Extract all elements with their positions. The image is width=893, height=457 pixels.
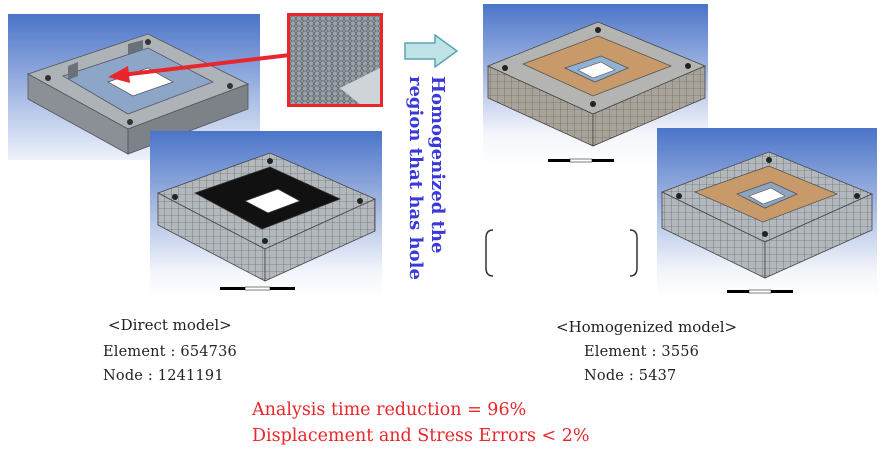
direct-model-title: <Direct model> [108,316,232,334]
red-pointer-arrow [108,53,291,83]
scale-bar [220,286,295,291]
direct-element-count: Element : 654736 [103,344,237,360]
scale-bar [727,289,793,294]
error-result: Displacement and Stress Errors < 2% [252,426,590,446]
left-bracket [485,229,494,277]
homogenized-model-view-mesh [657,128,877,298]
right-bracket [629,229,638,277]
direct-model-view-mesh [150,131,382,298]
homogenize-caption-line1: Homogenized the [427,76,448,254]
mesh-zoom-inset [287,13,383,107]
direct-model-view-top [8,14,260,160]
homogenize-caption-line2: region that has hole [405,76,426,280]
homogenize-caption: Homogenized the region that has hole [404,76,448,280]
homogenize-arrow [404,34,459,68]
homogenized-model-title: <Homogenized model> [556,318,738,336]
direct-node-count: Node : 1241191 [103,368,224,384]
homogenized-element-count: Element : 3556 [584,344,700,360]
homogenized-node-count: Node : 5437 [584,368,677,384]
scale-bar [548,158,614,163]
time-reduction-result: Analysis time reduction = 96% [252,400,527,420]
